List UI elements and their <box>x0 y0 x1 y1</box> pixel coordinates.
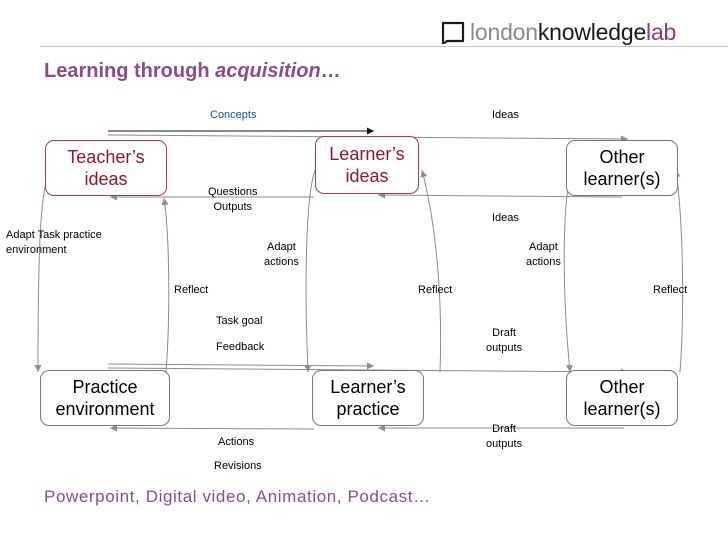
label-revisions: Revisions <box>214 460 262 472</box>
label-reflect-1: Reflect <box>174 284 209 296</box>
arrow-reflect-2 <box>420 169 442 373</box>
label-actions: Actions <box>218 436 255 448</box>
label-draft-outputs-1: Draft outputs <box>486 327 523 354</box>
node-other-learners-top: Other learner(s) <box>566 140 678 196</box>
label-adapt-task: Adapt Task practice environment <box>6 229 102 256</box>
arrow-ideas-mid <box>377 191 623 199</box>
logo: londonknowledgelab <box>441 16 676 48</box>
arrow-adapt-task <box>34 167 53 373</box>
label-draft-outputs-2: Draft outputs <box>486 423 523 450</box>
node-learners-practice: Learner’s practice <box>312 370 424 426</box>
node-other-learners-top-label: Other learner(s) <box>583 147 661 189</box>
header-rule <box>40 46 728 47</box>
arrow-adapt-actions-1 <box>304 167 317 373</box>
arrow-task-goal <box>107 362 375 370</box>
label-feedback: Feedback <box>216 341 265 353</box>
label-reflect-3: Reflect <box>653 284 688 296</box>
label-ideas-top: Ideas <box>492 109 519 121</box>
title-emphasis: acquisition <box>215 60 321 82</box>
arrow-reflect-3 <box>673 169 684 373</box>
arrow-reflect-1 <box>161 197 170 373</box>
node-teachers-ideas-label: Teacher’s ideas <box>67 147 145 189</box>
footer-text: Powerpoint, Digital video, Animation, Po… <box>44 487 431 506</box>
node-practice-environment: Practice environment <box>40 370 170 426</box>
node-teachers-ideas: Teacher’s ideas <box>45 140 167 196</box>
label-task-goal: Task goal <box>216 315 263 327</box>
node-learners-ideas-label: Learner’s ideas <box>329 144 405 186</box>
node-learners-practice-label: Learner’s practice <box>330 377 406 419</box>
arrow-adapt-actions-2 <box>563 169 573 373</box>
logo-text: londonknowledgelab <box>470 18 677 45</box>
logo-lab: lab <box>646 18 677 45</box>
logo-knowledge: knowledge <box>537 18 647 45</box>
label-adapt-actions-2: Adapt actions <box>526 241 561 268</box>
label-ideas-mid: Ideas <box>492 212 519 224</box>
label-reflect-2: Reflect <box>418 284 453 296</box>
node-other-learners-bottom-label: Other learner(s) <box>583 377 661 419</box>
label-adapt-actions-1: Adapt actions <box>264 241 299 268</box>
title-prefix: Learning through <box>44 60 216 82</box>
logo-mark-icon <box>441 21 465 44</box>
label-concepts: Concepts <box>210 109 257 121</box>
arrow-actions <box>109 424 315 432</box>
title-suffix: … <box>320 60 341 82</box>
node-learners-ideas: Learner’s ideas <box>315 136 419 194</box>
node-other-learners-bottom: Other learner(s) <box>566 370 678 426</box>
page-title: Learning through acquisition… <box>44 60 341 83</box>
logo-london: london <box>470 18 538 45</box>
node-practice-environment-label: Practice environment <box>55 377 155 419</box>
label-questions-outputs: Questions Outputs <box>208 186 258 213</box>
